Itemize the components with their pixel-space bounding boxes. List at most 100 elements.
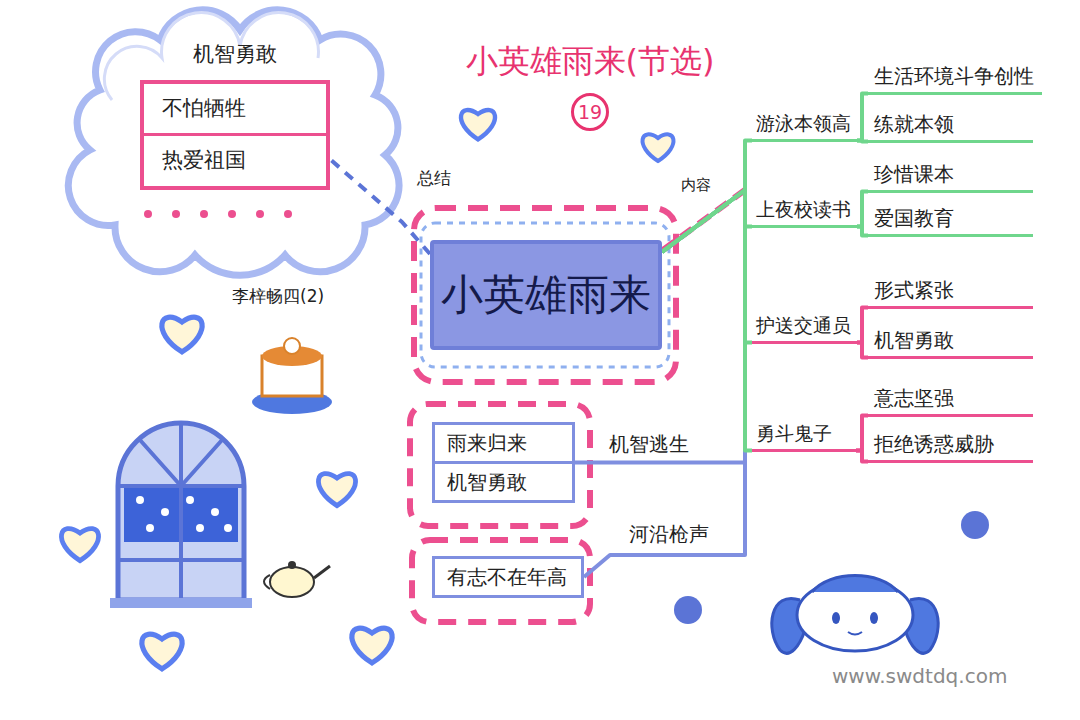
node-text: 意志坚强 [868, 384, 1033, 414]
summary-box: 机智勇敢不怕牺牲热爱祖国 [140, 80, 330, 190]
node-text: 形式紧张 [868, 276, 1033, 306]
eye [870, 612, 878, 624]
detail-item: 爱国教育 [868, 204, 1033, 237]
cream [284, 338, 300, 354]
node-text: 珍惜课本 [868, 160, 1033, 190]
node-text: 机智勇敢 [435, 461, 572, 500]
node-text: 游泳本领高 [752, 110, 857, 139]
cloud [68, 10, 399, 275]
connector [857, 141, 868, 142]
node-text: 雨来归来 [435, 425, 572, 461]
heart [162, 317, 202, 352]
node-text: 不怕牺牲 [144, 84, 326, 136]
node-text: 小英雄雨来 [441, 270, 651, 320]
detail-item: 形式紧张 [868, 276, 1033, 309]
dot [200, 210, 208, 218]
connector [856, 451, 868, 462]
callout-number: 19 [571, 93, 609, 131]
edge-label: 河沿枪声 [626, 522, 712, 546]
connector [857, 94, 868, 141]
node-text: 勇斗鬼子 [752, 420, 856, 449]
spout [314, 566, 330, 578]
dot [224, 524, 232, 532]
topic-box: 小英雄雨来 [430, 240, 662, 350]
cloud-outline [68, 10, 399, 275]
window-bars [118, 425, 244, 600]
node-text: 有志不在年高 [435, 559, 581, 595]
heart [461, 110, 495, 139]
pot [270, 567, 314, 597]
dot [144, 210, 152, 218]
dot [196, 524, 204, 532]
dashed-bracket [412, 540, 590, 622]
connector [856, 416, 868, 451]
dot [161, 508, 169, 516]
episode-box: 雨来归来机智勇敢 [432, 422, 575, 503]
heart [142, 634, 182, 669]
section-item: 上夜校读书 [752, 196, 857, 228]
center-frame [414, 208, 676, 382]
handle [264, 575, 270, 589]
section-item: 护送交通员 [752, 312, 857, 344]
section-item: 勇斗鬼子 [752, 420, 856, 452]
detail-item: 意志坚强 [868, 384, 1033, 417]
detail-item: 生活环境斗争创性 [868, 62, 1042, 95]
section-item: 游泳本领高 [752, 110, 857, 142]
dashed-frame [414, 208, 676, 382]
node-text: 生活环境斗争创性 [868, 62, 1042, 92]
teapot [264, 561, 330, 597]
connector [857, 308, 868, 343]
title: 小英雄雨来(节选) [420, 42, 760, 80]
dot [228, 210, 236, 218]
detail-item: 机智勇敢 [868, 326, 1033, 359]
dot [961, 511, 989, 539]
node-text: 练就本领 [868, 110, 1033, 140]
author-note: 李梓畅四(2) [232, 286, 324, 306]
dot [256, 210, 264, 218]
bunny [772, 576, 938, 654]
bunny-hair [812, 576, 898, 593]
connector [857, 227, 868, 236]
watermark: www.swdtdq.com [828, 664, 1011, 688]
edge-label: 机智逃生 [606, 432, 692, 456]
node-text: 爱国教育 [868, 204, 1033, 234]
episode-box: 有志不在年高 [432, 556, 584, 598]
edge-label: 内容 [678, 176, 714, 194]
window [110, 423, 252, 608]
connector [662, 190, 752, 343]
box-heading: 机智勇敢 [144, 42, 326, 67]
mouth [848, 632, 862, 635]
eye [832, 612, 840, 624]
dot [674, 596, 702, 624]
dot [284, 210, 292, 218]
node-text: 上夜校读书 [752, 196, 857, 225]
detail-item: 练就本领 [868, 110, 1033, 143]
window-sill [110, 598, 252, 608]
curtain-dots [136, 496, 232, 532]
dot [186, 496, 194, 504]
edge-label: 总结 [414, 168, 454, 188]
node-text: 护送交通员 [752, 312, 857, 341]
window-frame [118, 423, 244, 600]
dot [146, 524, 154, 532]
heart [61, 529, 98, 561]
connector [857, 343, 868, 358]
inner-frame [421, 223, 669, 367]
lid [288, 561, 296, 569]
cloud-dots [144, 210, 292, 218]
hearts [61, 110, 673, 669]
detail-item: 珍惜课本 [868, 160, 1033, 193]
heart [643, 134, 674, 161]
dot [172, 210, 180, 218]
dot [136, 496, 144, 504]
node-text: 机智勇敢 [868, 326, 1033, 356]
heart [352, 628, 392, 663]
dashed-bracket [410, 404, 590, 526]
cake [252, 338, 332, 414]
node-text: 拒绝诱惑威胁 [868, 430, 1033, 460]
detail-item: 拒绝诱惑威胁 [868, 430, 1033, 463]
heart [318, 474, 355, 506]
dot [211, 508, 219, 516]
